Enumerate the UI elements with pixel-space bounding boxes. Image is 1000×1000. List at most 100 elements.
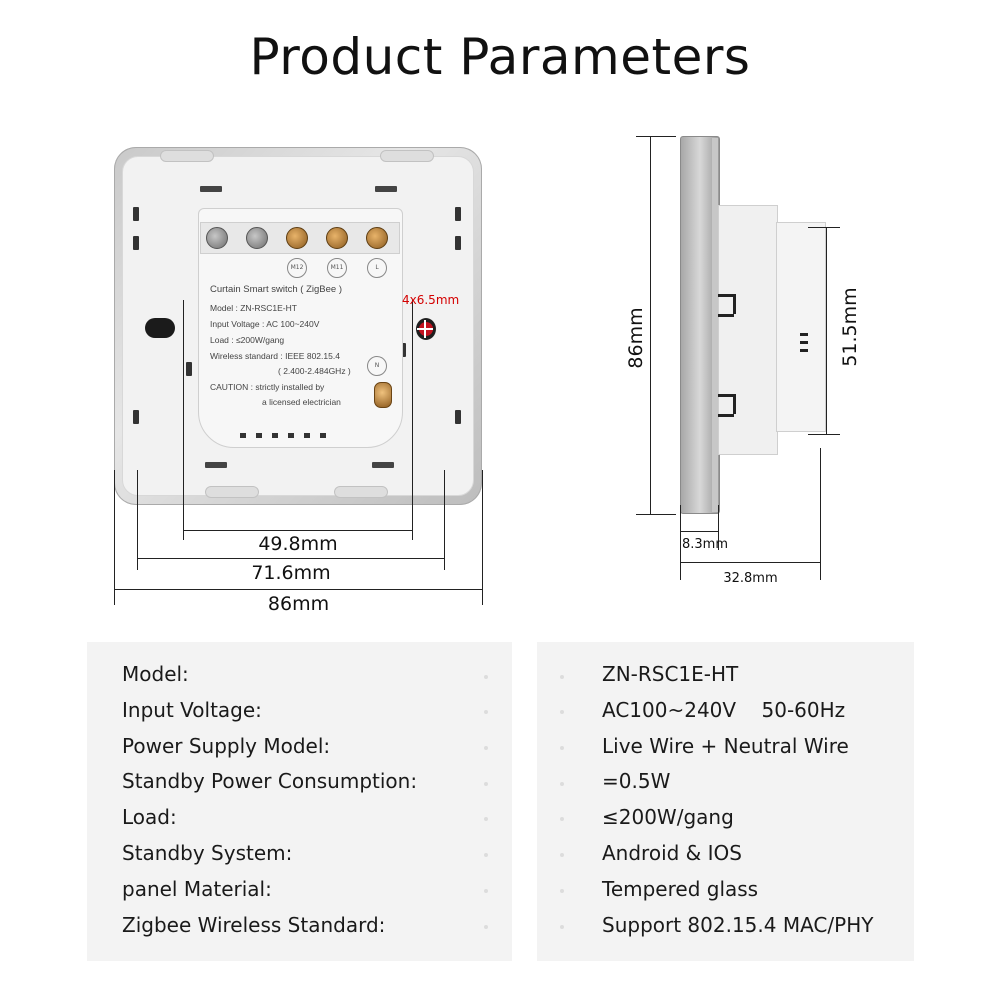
dimension-line-middle — [137, 558, 445, 559]
vent-slot — [200, 186, 222, 192]
dimension-inner-label: 49.8mm — [258, 533, 338, 555]
parameter-labels-panel — [87, 642, 512, 961]
vent-slot — [372, 462, 394, 468]
module-label-line: Model : ZN-RSC1E-HT — [210, 303, 297, 313]
row-dot — [560, 675, 564, 679]
module-label-line: ( 2.400-2.484GHz ) — [278, 366, 351, 376]
dimension-guide — [808, 227, 840, 228]
vent-slot — [133, 236, 139, 250]
indicator-window — [145, 318, 175, 338]
dimension-line-height — [650, 136, 651, 514]
param-value-zigbee-standard: Support 802.15.4 MAC/PHY — [602, 913, 874, 937]
terminal-screw — [286, 227, 308, 249]
dimension-body-label: 51.5mm — [839, 287, 861, 367]
vent-slot — [400, 343, 406, 357]
terminal-screw — [206, 227, 228, 249]
dimension-guide — [444, 470, 445, 570]
row-dot — [484, 710, 488, 714]
side-clip — [718, 294, 734, 297]
row-dot — [560, 853, 564, 857]
side-body — [718, 205, 778, 455]
param-label-zigbee-standard: Zigbee Wireless Standard: — [122, 913, 386, 937]
pin — [304, 433, 310, 438]
terminal-screw — [246, 227, 268, 249]
page-title: Product Parameters — [249, 28, 751, 86]
dimension-guide — [412, 300, 413, 540]
side-clip — [733, 294, 736, 314]
side-clip — [733, 394, 736, 414]
param-value-standby-power: =0.5W — [602, 769, 671, 793]
side-clip — [718, 394, 734, 397]
dimension-guide — [636, 136, 676, 137]
row-dot — [560, 782, 564, 786]
param-value-input-voltage: AC100~240V 50-60Hz — [602, 698, 846, 722]
param-label-model: Model: — [122, 662, 189, 686]
row-dot — [484, 675, 488, 679]
dimension-guide — [820, 448, 821, 580]
dimension-depth-label: 32.8mm — [723, 571, 778, 586]
dimension-guide — [114, 470, 115, 605]
module-label-line: Input Voltage : AC 100~240V — [210, 319, 320, 329]
terminal-screw — [366, 227, 388, 249]
pin — [320, 433, 326, 438]
dimension-guide — [680, 505, 681, 580]
module-label-line: CAUTION : strictly installed by — [210, 382, 325, 392]
module-label-line: Curtain Smart switch ( ZigBee ) — [210, 284, 342, 295]
param-value-model: ZN-RSC1E-HT — [602, 662, 739, 686]
hole-crosshair — [417, 328, 433, 330]
clip-top-left — [160, 150, 214, 162]
terminal-label-n: N — [367, 356, 387, 376]
vent-slot — [205, 462, 227, 468]
dimension-height-label: 86mm — [625, 307, 647, 369]
terminal-label-m12: M12 — [287, 258, 307, 278]
param-value-load: ≤200W/gang — [602, 805, 734, 829]
parameter-values-panel — [537, 642, 914, 961]
vent-slot — [133, 207, 139, 221]
dimension-plate-label: 8.3mm — [682, 537, 729, 552]
terminal-label-l: L — [367, 258, 387, 278]
module-label-line: Load : ≤200W/gang — [210, 335, 285, 345]
param-value-power-supply: Live Wire + Neutral Wire — [602, 734, 849, 758]
dimension-guide — [808, 434, 840, 435]
dimension-line-body — [826, 227, 827, 434]
dimension-guide — [183, 300, 184, 540]
row-dot — [484, 782, 488, 786]
side-body-rear — [776, 222, 826, 432]
side-vent — [800, 349, 808, 352]
side-vent — [800, 333, 808, 336]
param-label-panel-material: panel Material: — [122, 877, 272, 901]
pin — [240, 433, 246, 438]
dimension-guide — [482, 470, 483, 605]
side-vent — [800, 341, 808, 344]
param-label-standby-system: Standby System: — [122, 841, 293, 865]
row-dot — [560, 925, 564, 929]
row-dot — [484, 925, 488, 929]
param-value-standby-system: Android & IOS — [602, 841, 742, 865]
dimension-line-inner — [183, 530, 413, 531]
row-dot — [560, 889, 564, 893]
vent-slot — [186, 362, 192, 376]
vent-slot — [455, 236, 461, 250]
vent-slot — [133, 410, 139, 424]
row-dot — [560, 710, 564, 714]
param-label-load: Load: — [122, 805, 177, 829]
row-dot — [484, 817, 488, 821]
side-clip — [718, 314, 734, 317]
row-dot — [484, 889, 488, 893]
terminal-screw — [326, 227, 348, 249]
dimension-guide — [137, 470, 138, 570]
param-label-standby-power: Standby Power Consumption: — [122, 769, 418, 793]
param-label-power-supply: Power Supply Model: — [122, 734, 331, 758]
dimension-line-plate — [680, 531, 719, 532]
row-dot — [560, 817, 564, 821]
row-dot — [484, 853, 488, 857]
clip-bottom-right — [334, 486, 388, 498]
pin — [272, 433, 278, 438]
side-plate-edge — [712, 138, 718, 512]
clip-top-right — [380, 150, 434, 162]
dimension-guide — [718, 505, 719, 550]
mounting-hole-callout: 4x6.5mm — [402, 293, 460, 307]
dimension-line-depth — [680, 562, 821, 563]
side-clip — [718, 414, 734, 417]
vent-slot — [455, 207, 461, 221]
